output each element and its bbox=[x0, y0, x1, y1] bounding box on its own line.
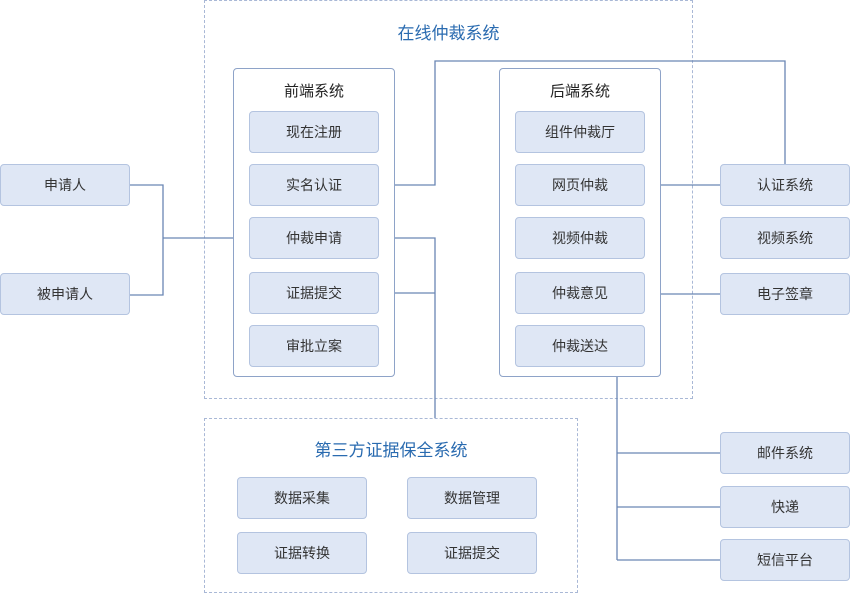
frontend-item-realname-auth[interactable]: 实名认证 bbox=[249, 164, 379, 206]
backend-item-arbitration-opinion[interactable]: 仲裁意见 bbox=[515, 272, 645, 314]
online-arbitration-system-boundary bbox=[204, 0, 693, 399]
frontend-system-title: 前端系统 bbox=[283, 82, 344, 100]
connector-respondent bbox=[130, 238, 164, 296]
service-e-signature[interactable]: 电子签章 bbox=[720, 273, 850, 315]
backend-system-title: 后端系统 bbox=[549, 82, 610, 100]
connector-applicant bbox=[130, 184, 164, 238]
service-auth-system[interactable]: 认证系统 bbox=[720, 164, 850, 206]
frontend-item-case-approval[interactable]: 审批立案 bbox=[249, 325, 379, 367]
channel-express[interactable]: 快递 bbox=[720, 486, 850, 528]
frontend-item-register[interactable]: 现在注册 bbox=[249, 111, 379, 153]
backend-item-web-arbitration[interactable]: 网页仲裁 bbox=[515, 164, 645, 206]
party-applicant[interactable]: 申请人 bbox=[0, 164, 130, 206]
backend-item-video-arbitration[interactable]: 视频仲裁 bbox=[515, 217, 645, 259]
thirdparty-item-data-management[interactable]: 数据管理 bbox=[407, 477, 537, 519]
channel-mail-system[interactable]: 邮件系统 bbox=[720, 432, 850, 474]
online-system-title: 在线仲裁系统 bbox=[397, 24, 500, 44]
frontend-item-evidence-submit[interactable]: 证据提交 bbox=[249, 272, 379, 314]
party-respondent[interactable]: 被申请人 bbox=[0, 273, 130, 315]
third-party-system-title: 第三方证据保全系统 bbox=[314, 441, 468, 461]
thirdparty-item-data-collection[interactable]: 数据采集 bbox=[237, 477, 367, 519]
thirdparty-item-evidence-conversion[interactable]: 证据转换 bbox=[237, 532, 367, 574]
service-video-system[interactable]: 视频系统 bbox=[720, 217, 850, 259]
thirdparty-item-evidence-submit[interactable]: 证据提交 bbox=[407, 532, 537, 574]
backend-item-arbitration-delivery[interactable]: 仲裁送达 bbox=[515, 325, 645, 367]
channel-sms-platform[interactable]: 短信平台 bbox=[720, 539, 850, 581]
backend-item-tribunal[interactable]: 组件仲裁厅 bbox=[515, 111, 645, 153]
frontend-item-arbitration-application[interactable]: 仲裁申请 bbox=[249, 217, 379, 259]
